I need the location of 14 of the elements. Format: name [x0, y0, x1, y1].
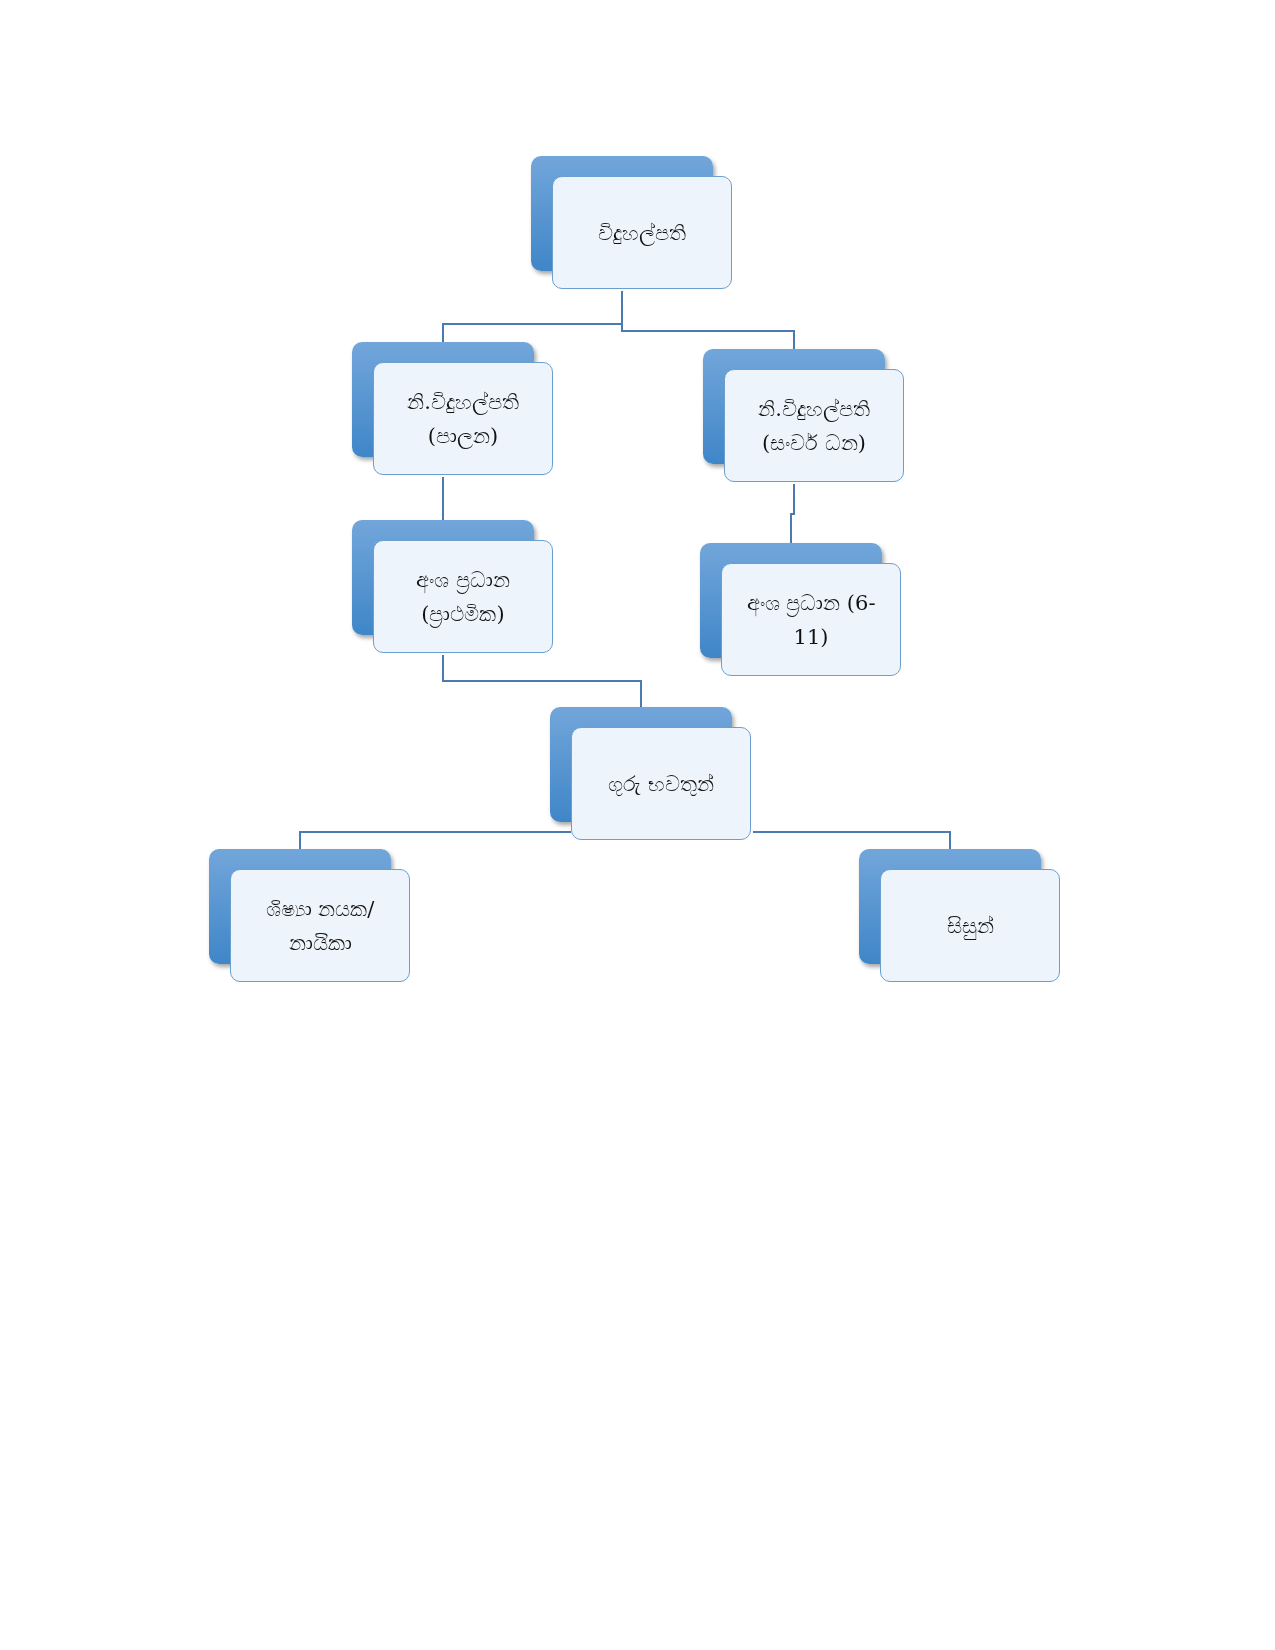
connector-line — [442, 476, 444, 521]
org-box: අංශ ප්‍රධාන (6-11) — [721, 563, 901, 676]
connector-line — [299, 831, 572, 850]
connector-line — [442, 654, 642, 708]
org-box: අංශ ප්‍රධාන (ප්‍රාථමික) — [373, 540, 553, 653]
connector-line — [621, 290, 795, 350]
org-box: නි.විදුහල්පති (සංවර් ධන) — [724, 369, 904, 482]
org-box: ශිෂ්‍යා නයක/නායිකා — [230, 869, 410, 982]
connector-line — [790, 483, 795, 544]
org-box: විදුහල්පති — [552, 176, 732, 289]
connector-line — [752, 831, 951, 850]
org-box: සිසුන් — [880, 869, 1060, 982]
org-box: ගුරු භවතුන් — [571, 727, 751, 840]
org-box: නි.විදුහල්පති (පාලන) — [373, 362, 553, 475]
